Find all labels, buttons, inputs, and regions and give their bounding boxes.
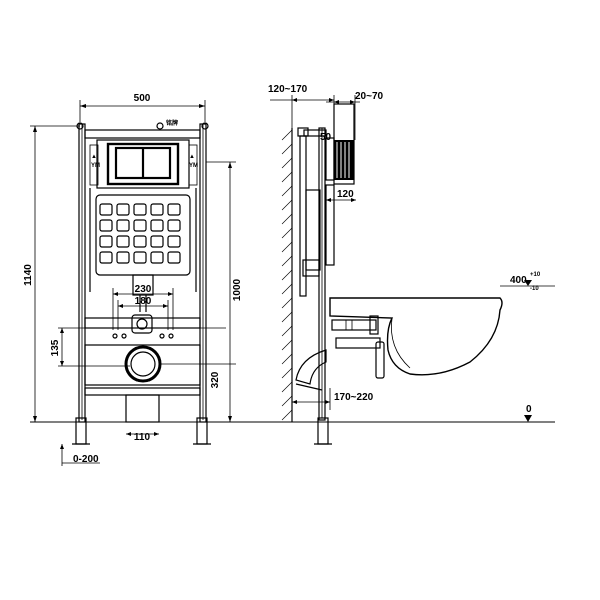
dim-frame-120: 120 (337, 189, 354, 200)
dim-180: 180 (135, 296, 152, 307)
dim-height-1000: 1000 (232, 278, 243, 301)
dim-gap-50: 50 (320, 132, 332, 143)
dim-110: 110 (134, 432, 151, 443)
dim-width-500: 500 (134, 93, 151, 104)
side-view: 120~170 20~70 50 120 (268, 84, 555, 445)
svg-text:铭牌: 铭牌 (166, 119, 178, 127)
svg-text:YM: YM (189, 163, 198, 169)
dim-height-1140: 1140 (23, 264, 34, 286)
cistern-grid (99, 203, 181, 264)
svg-text:YM: YM (91, 163, 100, 169)
dim-wall-depth: 120~170 (268, 84, 308, 95)
dim-bowl-tol-upper: +10 (530, 272, 541, 278)
dim-135: 135 (50, 339, 61, 356)
floor-level-0: 0 (526, 404, 532, 415)
svg-text:▲: ▲ (189, 154, 195, 160)
dim-230: 230 (135, 284, 152, 295)
front-view: 500 铭牌 ▲ YM ▲ YM (23, 93, 243, 466)
svg-text:▲: ▲ (91, 154, 97, 160)
toilet-bowl (329, 297, 503, 376)
wall-hatch (281, 129, 293, 421)
dim-320: 320 (210, 371, 221, 388)
dim-bowl-400: 400 (510, 275, 527, 286)
dim-bowl-tol-lower: -10 (530, 286, 539, 292)
dim-pipe-extension: 170~220 (334, 392, 374, 403)
dim-foot-adjust: 0-200 (73, 454, 99, 465)
dim-button-depth: 20~70 (355, 91, 384, 102)
